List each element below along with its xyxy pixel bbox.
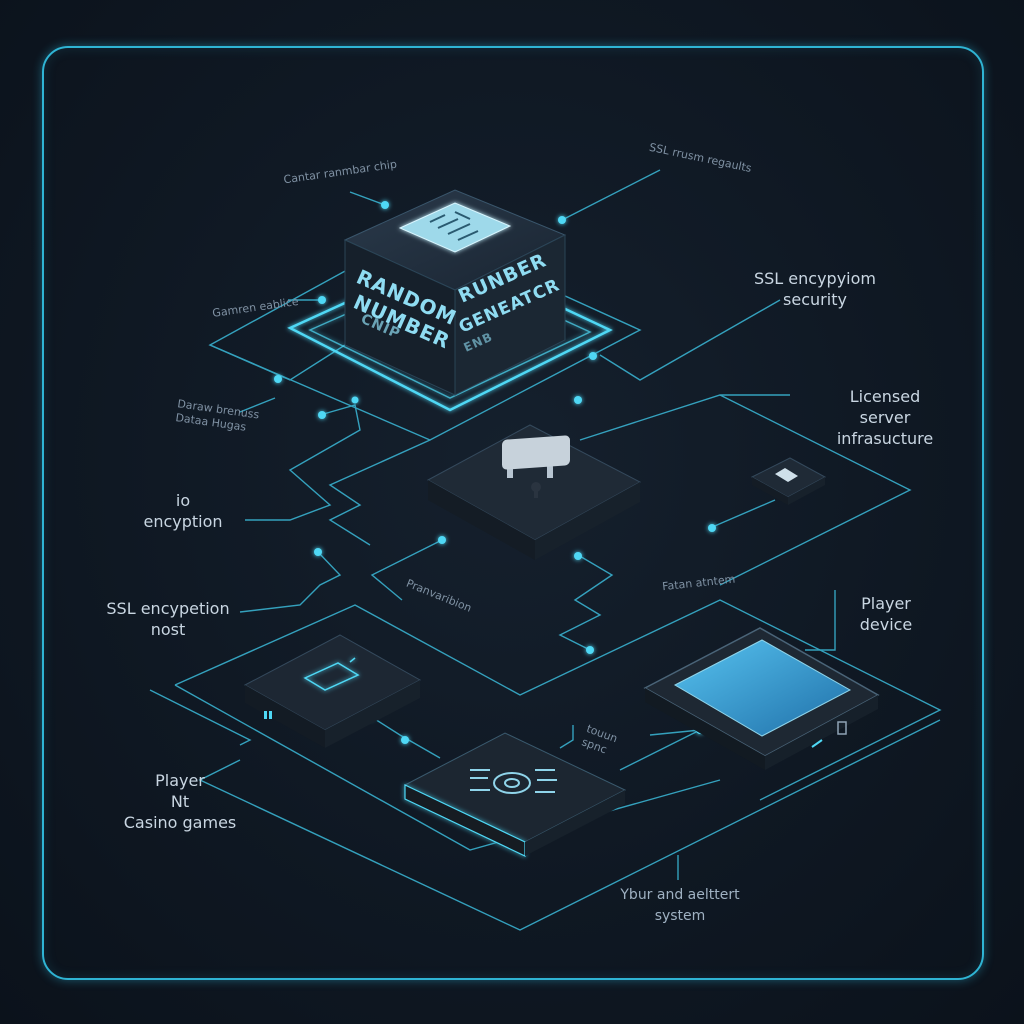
dot [401, 736, 409, 744]
line-tour [559, 725, 574, 749]
dot [314, 548, 322, 556]
dot [574, 552, 582, 560]
outer-frame [42, 46, 984, 980]
licensed-platform [719, 394, 912, 586]
tablet-port-icon [837, 721, 847, 735]
casino-node [403, 732, 627, 857]
licensed-node [750, 457, 827, 505]
line-rng-left [209, 344, 346, 381]
line-lock-right [558, 554, 614, 651]
lower-layer-front [174, 684, 721, 851]
connection-lines [149, 169, 942, 931]
line-ssl-host [239, 551, 342, 613]
lower-layer-outline [174, 599, 942, 801]
dot [558, 216, 566, 224]
dot [438, 536, 446, 544]
chip-icon [398, 202, 512, 253]
key-icon [775, 468, 798, 482]
label-player-games: Player Nt Casino games [123, 771, 237, 832]
label-ssl-security: SSL encypyiom security [753, 269, 876, 309]
dot [574, 396, 582, 404]
connection-dots [274, 201, 716, 744]
lock-panel-left [428, 480, 535, 560]
label-player-device: Player device [859, 594, 913, 634]
label-encryption: io encyption [143, 491, 223, 531]
tablet-node [643, 627, 880, 770]
dot [318, 296, 326, 304]
line-player-device [805, 590, 836, 651]
bottom-layer-outline [198, 719, 941, 931]
padlock-icon [502, 435, 570, 498]
dot [708, 524, 716, 532]
label-licensed: Licensed server infrasucture [836, 387, 934, 448]
device-node-left [243, 634, 422, 748]
label-system: Ybur and aelttert system [620, 887, 740, 924]
line-data-games [239, 397, 276, 413]
line-player-games [149, 689, 252, 746]
dot [274, 375, 282, 383]
lock-panel-right [535, 482, 640, 560]
line-ssl-results [561, 169, 661, 221]
dot [318, 411, 326, 419]
line-rng-lock [328, 439, 431, 546]
line-encryption [245, 404, 361, 521]
rng-cube: RANDOM NUMBER CNIP RUNBER GENEATCR ENB [343, 189, 567, 396]
line-device-chip [369, 715, 441, 759]
tablet-button-icon [811, 739, 823, 748]
line-key [709, 499, 776, 529]
laptop-icon [303, 657, 360, 691]
dot [586, 646, 594, 654]
label-ssl-host: SSL encypetion nost [106, 599, 230, 639]
dot [381, 201, 389, 209]
port-icon [264, 711, 267, 719]
dot [351, 396, 359, 404]
lock-node [426, 424, 642, 560]
line-chip-label [349, 191, 386, 206]
line-lock-down [370, 539, 443, 601]
line-ssl-security [599, 299, 781, 381]
rng-cube-right [454, 234, 566, 396]
chip-target-icon [470, 769, 557, 794]
line-licensed [579, 394, 790, 441]
chip-pattern-icon [429, 211, 479, 241]
tablet-screen [673, 639, 852, 737]
dot [589, 352, 597, 360]
